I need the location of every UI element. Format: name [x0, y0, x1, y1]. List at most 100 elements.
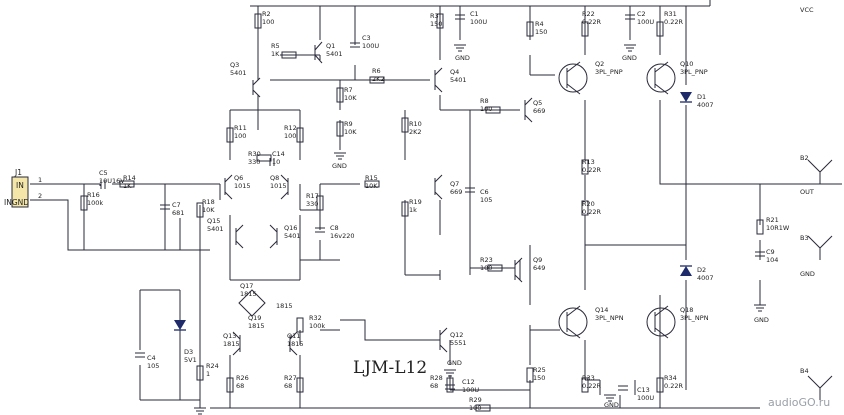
q8-value: 1015 [270, 182, 287, 190]
gnd-symbol-c1 [454, 44, 466, 52]
r11-ref: R11 [234, 124, 247, 132]
gnd-label-c1: GND [455, 54, 470, 62]
r33-value: 0.22R [582, 382, 601, 390]
r26-ref: R26 [236, 374, 249, 382]
c3-value: 100U [362, 42, 379, 50]
r33-ref: R33 [582, 374, 595, 382]
r10-ref: R10 [409, 120, 422, 128]
r22-ref: R22 [582, 10, 595, 18]
r6-ref: R6 [372, 67, 381, 75]
r29-value: 100 [469, 404, 481, 412]
r8-value: 100 [480, 105, 492, 113]
q17-second-value: 1815 [276, 302, 293, 310]
q14-ref: Q14 [595, 306, 608, 314]
r3-value: 150 [430, 20, 442, 28]
r2-ref: R2 [262, 10, 271, 18]
r16-ref: R16 [87, 191, 100, 199]
watermark: audioGO.ru [768, 396, 830, 409]
c6-ref: C6 [480, 188, 489, 196]
d2-value: 4007 [697, 274, 714, 282]
q2-value: 3PL_PNP [595, 68, 623, 76]
out-label: OUT [800, 188, 814, 196]
q5-ref: Q5 [533, 99, 542, 107]
gnd-symbol-c9 [754, 304, 766, 312]
input-connector-body [11, 176, 29, 208]
gnd-symbol-c13 [604, 394, 616, 402]
c6-value: 105 [480, 196, 492, 204]
r29-ref: R29 [469, 396, 482, 404]
q9-ref: Q9 [533, 256, 542, 264]
r9-value: 10K [344, 128, 357, 136]
r6-value: 2K2 [372, 75, 385, 83]
r23-ref: R23 [480, 256, 493, 264]
r19-ref: R19 [409, 198, 422, 206]
r17-ref: R17 [306, 192, 319, 200]
q19-value: 1815 [248, 322, 265, 330]
input-ref-label: J1 [14, 168, 22, 177]
gnd-label-c12: GND [447, 359, 462, 367]
r14-ref: R14 [123, 174, 136, 182]
q18-ref: Q18 [680, 306, 693, 314]
r14-value: 1K [123, 182, 132, 190]
b3-label: B3 [800, 234, 809, 242]
q1-ref: Q1 [326, 42, 335, 50]
r28-ref: R28 [430, 374, 443, 382]
r24-value: 1 [206, 370, 210, 378]
q15-ref: Q15 [207, 217, 220, 225]
gnd-symbol-r9 [334, 152, 346, 160]
q6-ref: Q6 [234, 174, 243, 182]
r4-ref: R4 [535, 20, 544, 28]
c13-ref: C13 [637, 386, 650, 394]
r5-value: 1K [271, 50, 280, 58]
q11-ref: Q11 [287, 332, 300, 340]
q8-ref: Q8 [270, 174, 279, 182]
r17-value: 330 [306, 200, 318, 208]
c9-value: 104 [766, 256, 778, 264]
q4-ref: Q4 [450, 68, 459, 76]
circuit-title: LJM-L12 [353, 358, 427, 378]
c7-ref: C7 [172, 201, 181, 209]
c12-ref: C12 [462, 378, 475, 386]
r31-value: 0.22R [664, 18, 683, 26]
input-pin1-label: 1 [38, 176, 42, 184]
r21-value: 10R1W [766, 224, 790, 232]
r20-ref: R20 [582, 200, 595, 208]
q10-value: 3PL_PNP [680, 68, 708, 76]
gnd-label-right: GND [800, 270, 815, 278]
r24-ref: R24 [206, 362, 219, 370]
c1-value: 100U [470, 18, 487, 26]
d2-ref: D2 [697, 266, 706, 274]
c5-value: 10U16V [99, 177, 125, 185]
c5-ref: C5 [99, 169, 108, 177]
r16-value: 100k [87, 199, 103, 207]
input-gnd-label: INGND [4, 198, 29, 207]
capacitor-symbols [100, 14, 765, 391]
r18-value: 10K [202, 206, 215, 214]
q12-value: 5551 [450, 339, 467, 347]
r21-ref: R21 [766, 216, 779, 224]
wires [30, 0, 842, 409]
vcc-label: VCC [800, 6, 814, 14]
c7-value: 681 [172, 209, 184, 217]
r26-value: 68 [236, 382, 244, 390]
r12-value: 100 [284, 132, 296, 140]
c14-ref: C14 [272, 150, 285, 158]
d3-value: 5V1 [184, 356, 197, 364]
q16-ref: Q16 [284, 224, 297, 232]
gnd-label-c13: GND [604, 401, 619, 409]
gnd-symbol-bottom [194, 407, 206, 415]
r15-value: 10K [365, 182, 378, 190]
r32-ref: R32 [309, 314, 322, 322]
c3-ref: C3 [362, 34, 371, 42]
r7-ref: R7 [344, 86, 353, 94]
q3-ref: Q3 [230, 61, 239, 69]
q13-ref: Q13 [223, 332, 236, 340]
r10-value: 2K2 [409, 128, 422, 136]
c4-value: 105 [147, 362, 159, 370]
q2-ref: Q2 [595, 60, 604, 68]
r11-value: 100 [234, 132, 246, 140]
b4-label: B4 [800, 367, 809, 375]
